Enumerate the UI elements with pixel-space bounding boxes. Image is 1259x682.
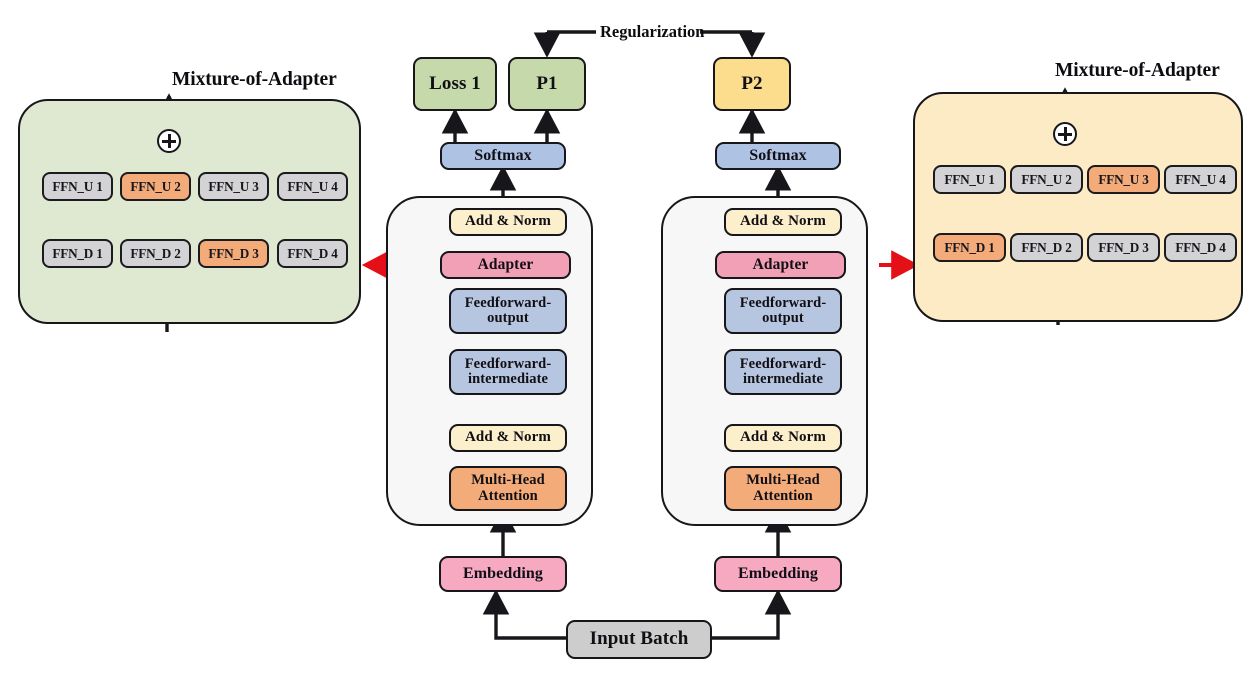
regularization-label: Regularization [600, 22, 705, 41]
ffn-down-4-right[interactable]: FFN_D 4 [1164, 233, 1237, 262]
ffn-up-3-left[interactable]: FFN_U 3 [198, 172, 269, 201]
adapter-right[interactable]: Adapter [715, 251, 846, 279]
ffn-down-1-left[interactable]: FFN_D 1 [42, 239, 113, 268]
feedforward-output-label-left: Feedforward-output [464, 294, 552, 326]
feedforward-intermediate-left[interactable]: Feedforward-intermediate [449, 349, 567, 395]
ffn-up-3-right[interactable]: FFN_U 3 [1087, 165, 1160, 194]
mixture-of-adapter-panel-right [913, 92, 1243, 322]
multi-head-attention-right[interactable]: Multi-Head Attention [724, 466, 842, 511]
ffn-down-2-left[interactable]: FFN_D 2 [120, 239, 191, 268]
feedforward-intermediate-label-right: Feedforward-intermediate [739, 355, 827, 387]
p1-node[interactable]: P1 [508, 57, 586, 111]
add-norm-top-left[interactable]: Add & Norm [449, 208, 567, 236]
panel-title-left: Mixture-of-Adapter [172, 69, 337, 90]
ffn-up-2-right[interactable]: FFN_U 2 [1010, 165, 1083, 194]
feedforward-intermediate-label-left: Feedforward-intermediate [464, 355, 552, 387]
ffn-up-1-left[interactable]: FFN_U 1 [42, 172, 113, 201]
panel-title-right: Mixture-of-Adapter [1055, 60, 1220, 81]
embedding-left[interactable]: Embedding [439, 556, 567, 592]
sum-plus-icon-left [157, 129, 181, 153]
input-batch-node[interactable]: Input Batch [566, 620, 712, 659]
multi-head-attention-label-left: Multi-Head Attention [471, 472, 545, 504]
adapter-left[interactable]: Adapter [440, 251, 571, 279]
ffn-down-3-right[interactable]: FFN_D 3 [1087, 233, 1160, 262]
embedding-right[interactable]: Embedding [714, 556, 842, 592]
ffn-down-3-left[interactable]: FFN_D 3 [198, 239, 269, 268]
add-norm-bottom-right[interactable]: Add & Norm [724, 424, 842, 452]
feedforward-output-left[interactable]: Feedforward-output [449, 288, 567, 334]
ffn-down-2-right[interactable]: FFN_D 2 [1010, 233, 1083, 262]
ffn-up-2-left[interactable]: FFN_U 2 [120, 172, 191, 201]
ffn-down-1-right[interactable]: FFN_D 1 [933, 233, 1006, 262]
ffn-up-4-right[interactable]: FFN_U 4 [1164, 165, 1237, 194]
softmax-left[interactable]: Softmax [440, 142, 566, 170]
loss-1-node[interactable]: Loss 1 [413, 57, 497, 111]
multi-head-attention-label-right: Multi-Head Attention [746, 472, 820, 504]
sum-plus-icon-right [1053, 122, 1077, 146]
feedforward-intermediate-right[interactable]: Feedforward-intermediate [724, 349, 842, 395]
feedforward-output-right[interactable]: Feedforward-output [724, 288, 842, 334]
softmax-right[interactable]: Softmax [715, 142, 841, 170]
mixture-of-adapter-panel-left [18, 99, 361, 324]
ffn-down-4-left[interactable]: FFN_D 4 [277, 239, 348, 268]
multi-head-attention-left[interactable]: Multi-Head Attention [449, 466, 567, 511]
add-norm-top-right[interactable]: Add & Norm [724, 208, 842, 236]
feedforward-output-label-right: Feedforward-output [739, 294, 827, 326]
add-norm-bottom-left[interactable]: Add & Norm [449, 424, 567, 452]
ffn-up-4-left[interactable]: FFN_U 4 [277, 172, 348, 201]
ffn-up-1-right[interactable]: FFN_U 1 [933, 165, 1006, 194]
p2-node[interactable]: P2 [713, 57, 791, 111]
